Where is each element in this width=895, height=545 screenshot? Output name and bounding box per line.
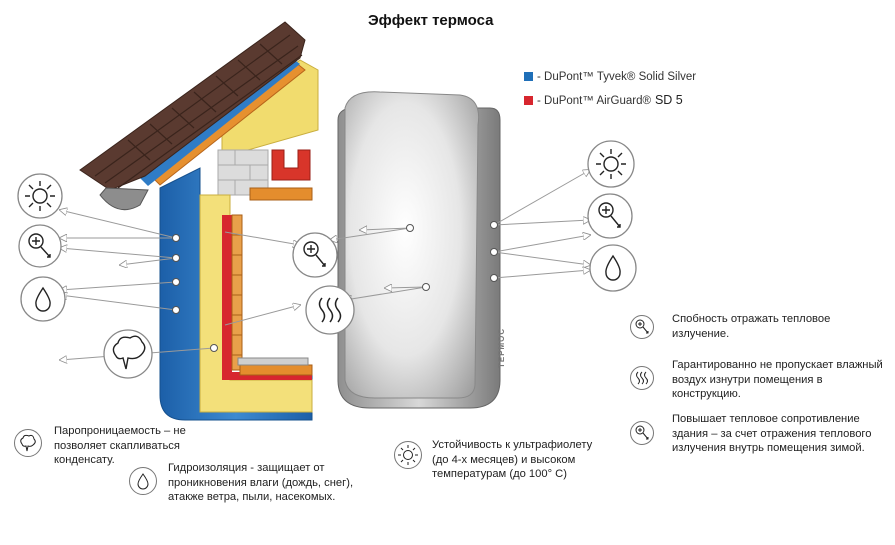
feature-text: Гарантированно не пропускает влажный воз… [672, 359, 883, 400]
arrows [60, 170, 590, 360]
flask-inner [344, 91, 480, 399]
thermos-flask [337, 91, 501, 409]
page-title: Эффект термоса [368, 12, 494, 29]
cloud-icon [103, 329, 153, 379]
drop-icon [589, 244, 637, 292]
legend-label: - DuPont™ AirGuard® [537, 95, 651, 107]
drop-icon [20, 276, 66, 322]
house-section [79, 21, 319, 421]
cloud-icon [14, 429, 42, 457]
sun-icon [394, 441, 422, 469]
reflect-heat-icon [630, 421, 654, 445]
red-flashing [271, 149, 311, 181]
feature-text: Повышает тепловое сопротивление здания –… [672, 413, 872, 454]
note-text: Гидроизоляция - защищает от проникновени… [168, 462, 354, 503]
legend-item-tyvek: - DuPont™ Tyvek® Solid Silver [524, 71, 696, 83]
legend-swatch [524, 96, 533, 105]
drop-icon [129, 467, 157, 495]
legend-swatch [524, 72, 533, 81]
reflect-heat-icon [292, 232, 338, 278]
board-stripes [232, 234, 242, 356]
note-text: Устойчивость к ультрафиолету (до 4-х мес… [432, 439, 593, 480]
inner-wall-airguard [222, 215, 312, 380]
roof-tile-ridges [94, 34, 303, 189]
gutter [99, 187, 149, 211]
reflect-heat-icon [587, 193, 633, 239]
thermos-label: ТЕРМОС [497, 328, 506, 368]
roof-membrane [140, 58, 300, 186]
legend-extra: SD 5 [654, 93, 683, 107]
floor-plate [237, 357, 309, 366]
reflect-heat-icon [18, 224, 62, 268]
vapor-block-icon [305, 285, 355, 335]
feature-text: Спобность отражать тепловое излучение. [672, 313, 831, 340]
sun-icon [17, 173, 63, 219]
floor-boards [239, 364, 313, 376]
reflect-heat-icon [630, 315, 654, 339]
note-text: Паропроницаемость – не позволяет скаплив… [54, 425, 186, 466]
vapor-block-icon [630, 366, 654, 390]
inner-wall-boards [231, 214, 243, 371]
material-points [172, 221, 498, 352]
beam [249, 187, 313, 201]
wall-block-lines [218, 150, 268, 195]
legend-item-airguard: - DuPont™ AirGuard®SD 5 [524, 93, 683, 107]
legend-label: - DuPont™ Tyvek® Solid Silver [537, 71, 697, 83]
sun-icon [587, 140, 635, 188]
